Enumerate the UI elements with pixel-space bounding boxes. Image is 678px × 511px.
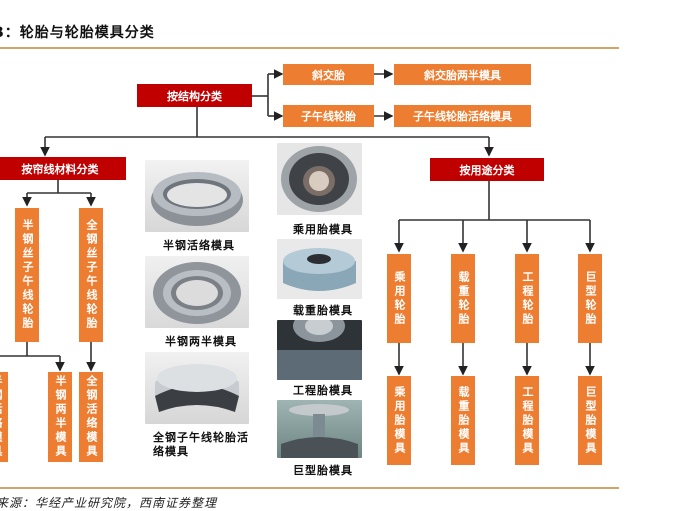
mold-ring-image (153, 262, 241, 324)
tire-semi-steel-radial: 半钢丝子午线轮胎 (15, 208, 39, 342)
photo-giant-mold (277, 400, 362, 458)
tire-passenger: 乘用轮胎 (387, 254, 411, 343)
photo-caption: 巨型胎模具 (293, 464, 353, 477)
mold-semi-steel-two-piece: 半钢两半模具 (48, 372, 72, 462)
mold-truck: 载重胎模具 (451, 376, 475, 465)
mold-passenger: 乘用胎模具 (387, 376, 411, 465)
top-rule (0, 47, 619, 49)
figure-title: 3：轮胎与轮胎模具分类 (0, 25, 155, 41)
tire-radial: 子午线轮胎 (283, 105, 374, 127)
photo-caption: 载重胎模具 (293, 304, 353, 317)
photo-caption: 全钢子午线轮胎活 (153, 431, 249, 444)
mold-giant: 巨型胎模具 (578, 376, 602, 465)
photo-caption: 半钢两半模具 (165, 335, 237, 348)
mold-all-steel-segmented: 全钢活络模具 (79, 372, 103, 462)
photo-engineering-mold (277, 320, 362, 380)
mold-factory-image (281, 404, 358, 458)
category-cord-material: 按帘线材料分类 (0, 157, 126, 180)
photo-caption: 半钢活络模具 (163, 239, 235, 252)
photo-truck-mold (277, 239, 362, 299)
photo-caption: 络模具 (153, 445, 189, 458)
mold-engineering: 工程胎模具 (515, 376, 539, 465)
mold-ring-image (283, 248, 356, 291)
bottom-rule (0, 487, 619, 489)
mold-bias-two-piece: 斜交胎两半模具 (394, 64, 531, 85)
mold-semi-steel-segmented: 半钢活络模具 (0, 372, 8, 462)
photo-caption: 工程胎模具 (293, 384, 353, 397)
photo-semi-steel-two-piece-mold (145, 256, 249, 328)
tire-engineering: 工程轮胎 (515, 254, 539, 343)
mold-radial-segmented: 子午线轮胎活络模具 (394, 105, 531, 127)
mold-ring-image (155, 364, 239, 412)
source-note: 来源：华经产业研究院，西南证券整理 (0, 496, 218, 510)
mold-ring-image (151, 172, 243, 226)
category-usage: 按用途分类 (430, 158, 544, 181)
category-structure: 按结构分类 (137, 84, 252, 107)
photo-caption: 乘用胎模具 (293, 223, 353, 236)
tire-giant: 巨型轮胎 (578, 254, 602, 343)
mold-interior-image (277, 320, 362, 380)
photo-semi-steel-segmented-mold (145, 160, 249, 232)
photo-passenger-mold (277, 143, 362, 215)
tire-bias: 斜交胎 (283, 64, 374, 85)
photo-all-steel-segmented-mold (145, 352, 249, 424)
mold-ring-image (281, 146, 357, 212)
tire-all-steel-radial: 全钢丝子午线轮胎 (79, 208, 103, 342)
tire-truck: 载重轮胎 (451, 254, 475, 343)
